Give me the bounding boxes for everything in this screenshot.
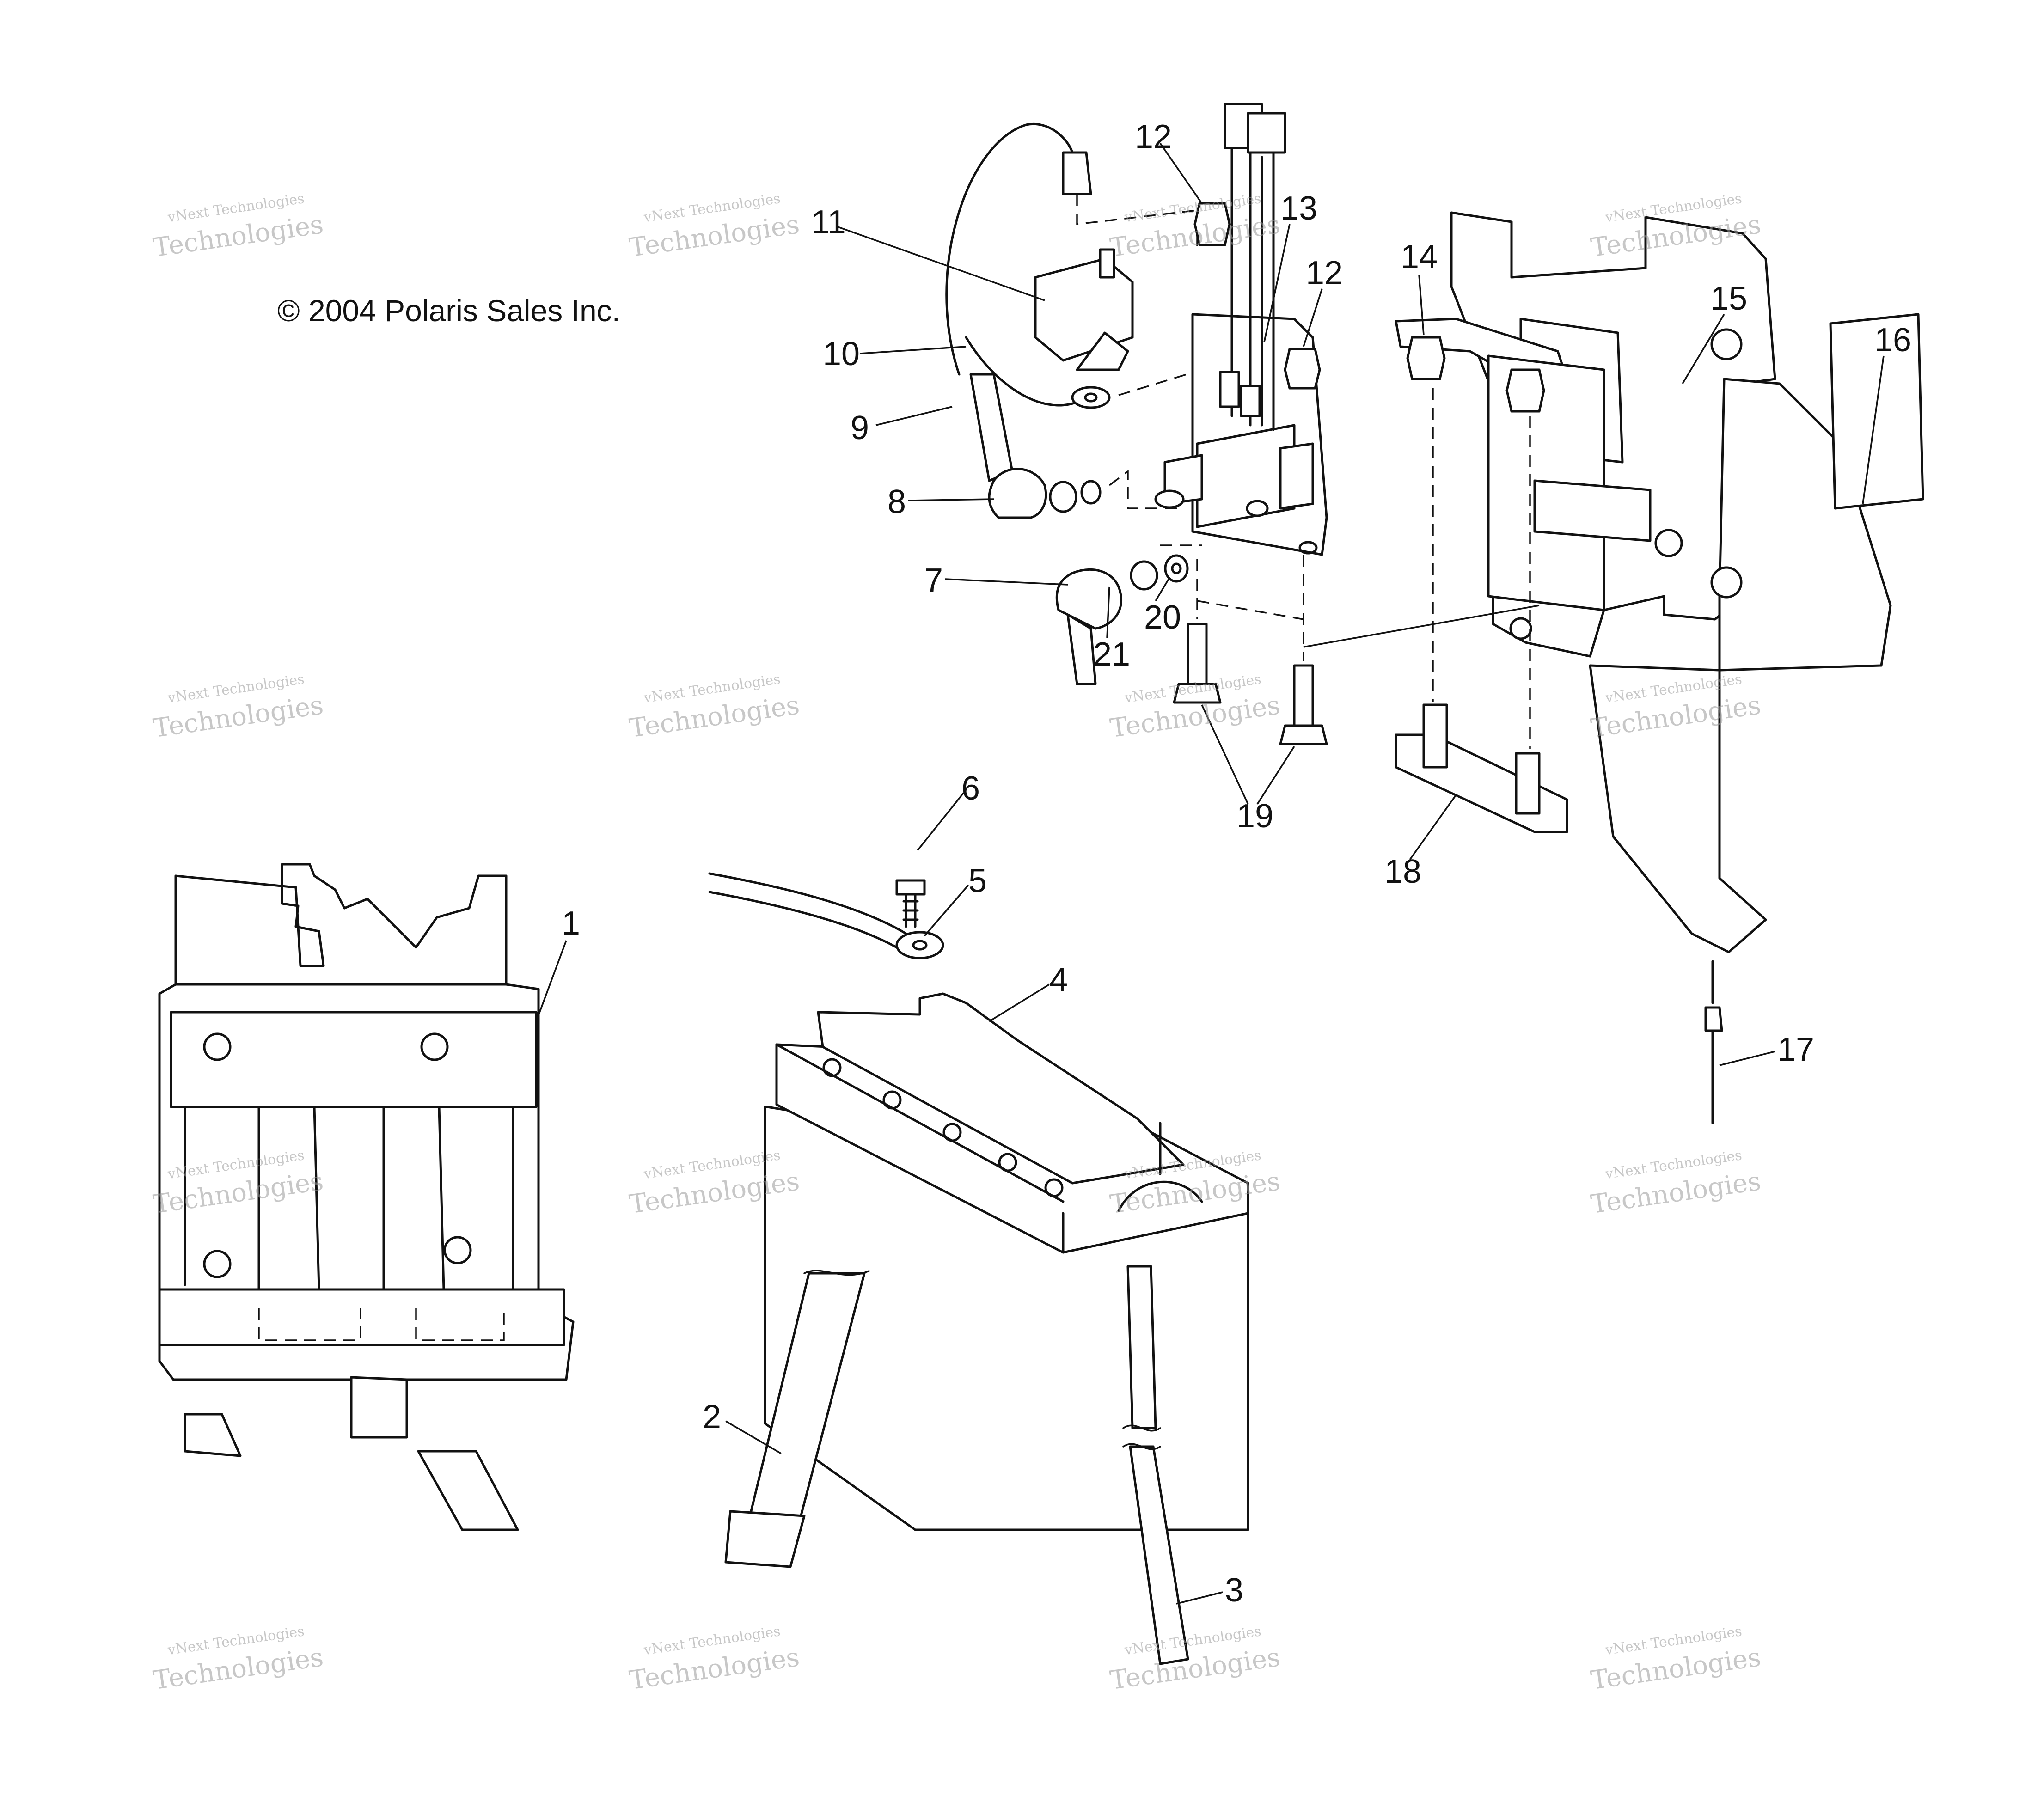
callout-7: 7 [924,562,943,599]
callout-10: 10 [823,336,860,373]
vent-tube [1122,1265,1189,1665]
cable-and-bolt [708,872,944,959]
watermark: vNext Technologies Technologies [627,1623,801,1696]
callout-2: 2 [703,1399,721,1435]
watermark: vNext Technologies Technologies [1108,1623,1282,1696]
watermark: vNext Technologies Technologies [151,190,325,263]
watermark: vNext Technologies Technologies [151,1623,325,1696]
watermark: vNext Technologies Technologies [627,190,801,263]
watermark: vNext Technologies Technologies [1589,1623,1762,1696]
callout-3: 3 [1225,1572,1243,1609]
solenoid-assembly [945,103,1328,745]
battery [764,992,1249,1531]
callout-19: 19 [1236,798,1273,835]
callout-18: 18 [1384,853,1421,890]
callout-1: 1 [562,905,580,942]
callout-6: 6 [961,770,980,807]
battery-tray [158,863,575,1531]
watermark: vNext Technologies Technologies [627,671,801,744]
callout-9: 9 [851,409,869,446]
callout-11: 11 [811,204,846,241]
callout-15: 15 [1710,280,1747,317]
watermark: vNext Technologies Technologies [1108,671,1282,744]
callout-12b: 12 [1306,255,1343,292]
callout-13: 13 [1280,190,1317,227]
callout-21: 21 [1093,636,1130,673]
watermark: vNext Technologies Technologies [1108,190,1282,263]
callout-4: 4 [1049,962,1068,999]
callout-16: 16 [1874,322,1911,359]
watermark: vNext Technologies Technologies [151,671,325,744]
callout-12a: 12 [1135,118,1172,155]
callout-labels: 1 2 3 4 5 6 7 8 9 10 11 12 12 13 14 15 1… [535,118,1911,1609]
callout-14: 14 [1401,238,1438,275]
copyright-text: © 2004 Polaris Sales Inc. [277,293,620,328]
callout-20: 20 [1144,599,1181,636]
callout-17: 17 [1777,1031,1814,1068]
watermark: vNext Technologies Technologies [1589,1147,1762,1220]
callout-8: 8 [887,483,906,520]
callout-5: 5 [968,862,987,899]
mounting-bracket [1303,211,1924,1124]
battery-strap [724,1270,870,1568]
